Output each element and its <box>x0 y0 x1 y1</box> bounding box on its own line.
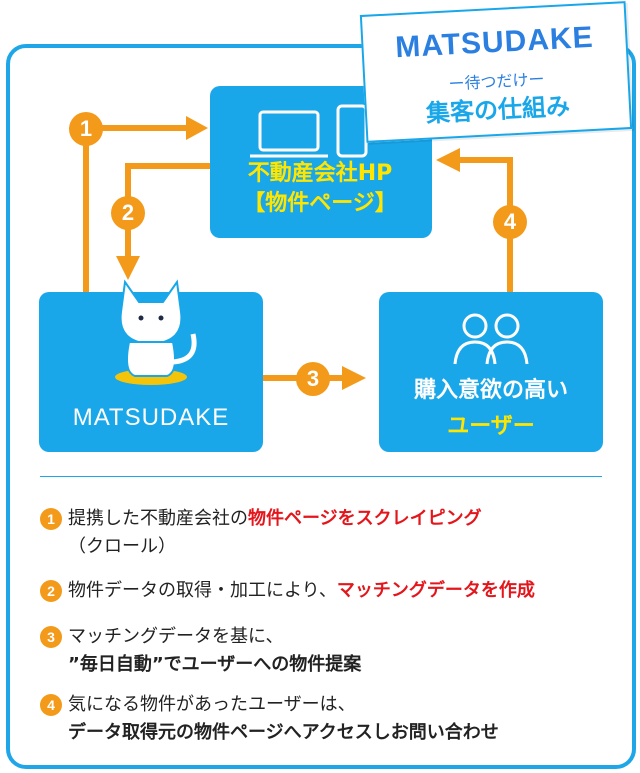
step-text-line2: （クロール） <box>68 536 176 557</box>
badge-3: 3 <box>296 362 330 396</box>
arrowhead-2 <box>116 256 140 280</box>
logo-brand: MATSUDAKE <box>394 20 595 65</box>
matsudake-box <box>39 279 263 452</box>
user-line1: 購入意欲の高い <box>413 378 568 403</box>
step-text-line1: マッチングデータを基に、 <box>68 626 284 647</box>
arrow-4 <box>460 157 513 292</box>
step-text-highlight: 物件ページをスクレイピング <box>248 508 482 529</box>
step-text-highlight: データ取得元の物件ページへアクセスしお問い合わせ <box>68 722 499 743</box>
arrowhead-3 <box>342 366 366 390</box>
step-text-highlight: マッチングデータを作成 <box>336 580 535 601</box>
hp-subtitle: 【物件ページ】 <box>243 191 397 216</box>
step-number: 1 <box>40 508 62 530</box>
arrowhead-1 <box>186 116 208 140</box>
logo-card: MATSUDAKE ー待つだけー 集客の仕組み <box>359 1 633 143</box>
cat-mascot-icon <box>115 279 197 385</box>
matsudake-label: MATSUDAKE <box>72 404 230 431</box>
step-text-normal: 提携した不動産会社の <box>68 508 248 529</box>
arrowhead-4 <box>436 148 460 172</box>
step-1: 1 提携した不動産会社の物件ページをスクレイピング （クロール） <box>40 506 600 562</box>
step-text-line1: 気になる物件があったユーザーは、 <box>68 694 356 715</box>
step-4: 4 気になる物件があったユーザーは、 データ取得元の物件ページへアクセスしお問い… <box>40 692 600 748</box>
hp-title: 不動産会社HP <box>247 161 393 186</box>
step-text: 提携した不動産会社の物件ページをスクレイピング <box>68 506 482 532</box>
divider <box>40 476 602 477</box>
badge-1: 1 <box>69 112 103 146</box>
step-text-normal: 物件データの取得・加工により、 <box>68 580 337 601</box>
step-number: 2 <box>40 580 62 602</box>
step-2: 2 物件データの取得・加工により、マッチングデータを作成 <box>40 578 600 608</box>
badge-4: 4 <box>493 205 527 239</box>
step-text-highlight: ”毎日自動”でユーザーへの物件提案 <box>68 654 362 675</box>
users-icon <box>453 313 529 365</box>
badge-2: 2 <box>111 196 145 230</box>
step-text: 物件データの取得・加工により、マッチングデータを作成 <box>68 578 535 604</box>
step-number: 4 <box>40 694 62 716</box>
step-3: 3 マッチングデータを基に、 ”毎日自動”でユーザーへの物件提案 <box>40 624 600 680</box>
user-box <box>379 292 603 452</box>
step-number: 3 <box>40 626 62 648</box>
user-line2: ユーザー <box>447 414 535 439</box>
